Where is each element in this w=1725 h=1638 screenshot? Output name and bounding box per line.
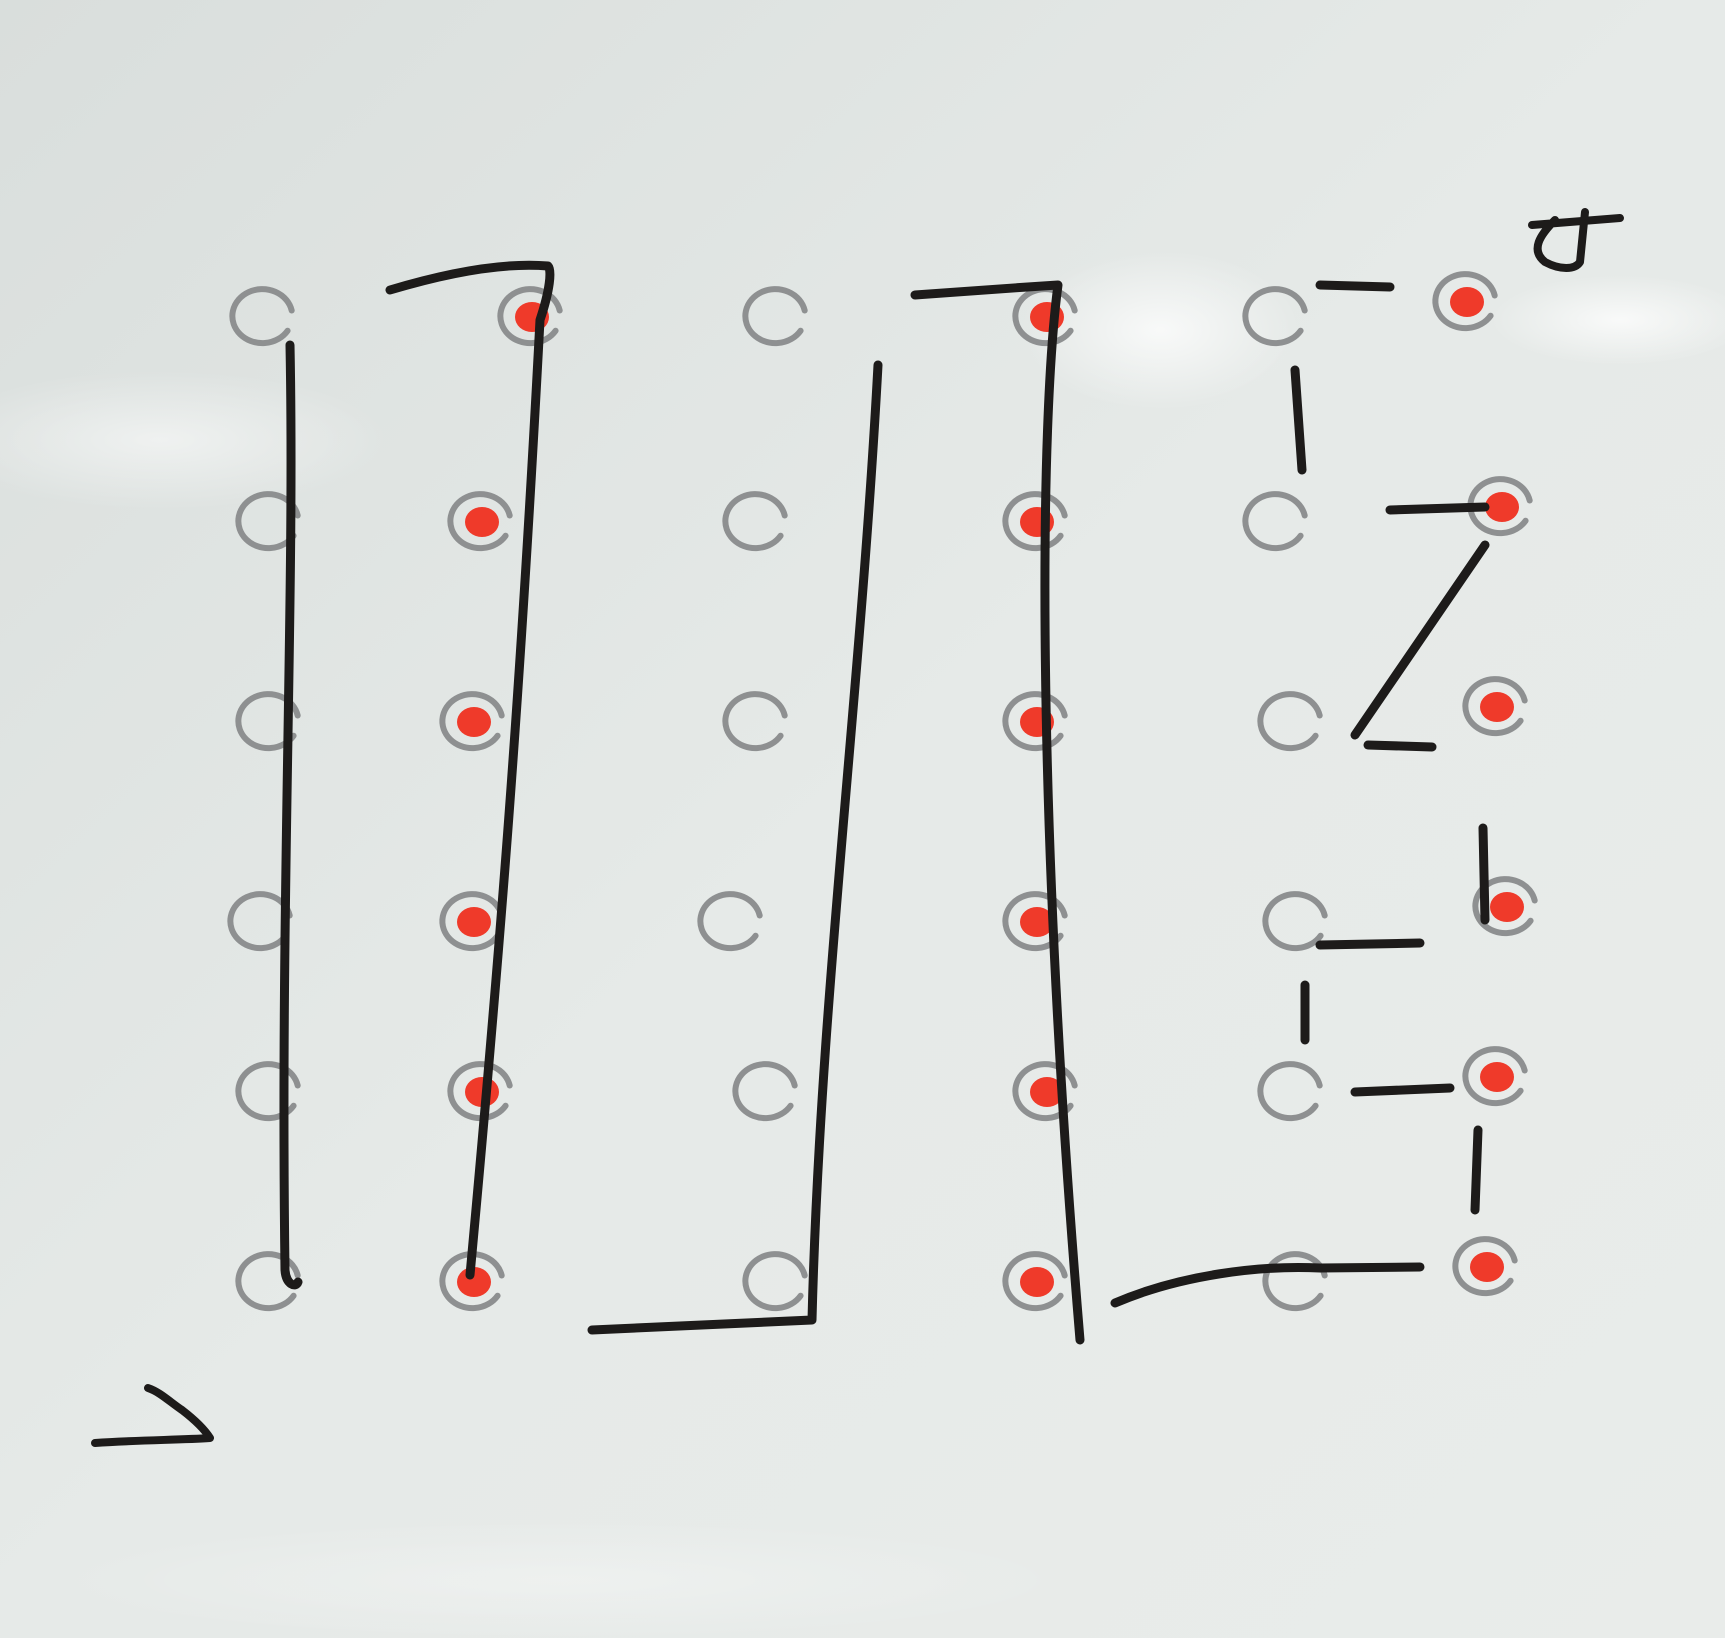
empty-circle bbox=[1262, 1251, 1328, 1312]
empty-circle bbox=[1452, 1236, 1518, 1297]
corner-mark-group bbox=[91, 208, 1624, 1447]
empty-circle bbox=[697, 891, 763, 952]
marker-line bbox=[1470, 1125, 1483, 1215]
light-glare bbox=[1490, 275, 1725, 365]
empty-circle bbox=[1242, 491, 1308, 552]
empty-circle bbox=[742, 1251, 808, 1312]
light-glare bbox=[40, 1520, 1080, 1638]
red-filled-dot bbox=[457, 1267, 491, 1297]
empty-circle bbox=[1462, 1046, 1528, 1107]
empty-circle bbox=[1002, 691, 1068, 752]
empty-circle bbox=[1467, 476, 1533, 537]
empty-circle bbox=[1462, 676, 1528, 737]
empty-circle bbox=[1242, 286, 1308, 347]
red-filled-dot bbox=[457, 907, 491, 937]
marker-line bbox=[385, 260, 555, 1280]
red-filled-dot bbox=[1020, 907, 1054, 937]
empty-circle bbox=[732, 1061, 798, 1122]
red-filled-dot bbox=[457, 707, 491, 737]
empty-circle bbox=[235, 691, 301, 752]
red-filled-dot bbox=[1480, 692, 1514, 722]
empty-circle bbox=[229, 286, 295, 347]
red-filled-dot bbox=[1485, 492, 1519, 522]
marker-line bbox=[1315, 938, 1425, 950]
empty-circle bbox=[1257, 691, 1323, 752]
marker-line bbox=[1350, 1083, 1455, 1097]
empty-circle bbox=[722, 491, 788, 552]
empty-circle bbox=[1432, 271, 1498, 332]
empty-circle bbox=[1262, 891, 1328, 952]
empty-circle bbox=[439, 691, 505, 752]
red-filled-dot bbox=[1470, 1252, 1504, 1282]
marker-line-group bbox=[279, 260, 1490, 1345]
empty-circle bbox=[235, 491, 301, 552]
red-filled-dot bbox=[465, 507, 499, 537]
empty-circle bbox=[447, 491, 513, 552]
red-filled-dot bbox=[1450, 287, 1484, 317]
empty-circle bbox=[227, 891, 293, 952]
empty-circle bbox=[742, 286, 808, 347]
marker-line bbox=[1290, 365, 1307, 475]
empty-circle bbox=[1472, 876, 1538, 937]
marker-line bbox=[910, 280, 1085, 1345]
empty-circle bbox=[1002, 1251, 1068, 1312]
marker-line bbox=[1478, 823, 1490, 925]
hook-mark-icon bbox=[91, 1384, 214, 1447]
marker-line bbox=[1110, 1262, 1425, 1308]
empty-circle bbox=[1257, 1061, 1323, 1122]
red-filled-dot bbox=[1480, 1062, 1514, 1092]
light-glare bbox=[1020, 250, 1300, 410]
marker-line bbox=[1315, 280, 1395, 292]
marker-line bbox=[1385, 502, 1490, 515]
red-filled-dot bbox=[1030, 1077, 1064, 1107]
empty-circle bbox=[439, 891, 505, 952]
empty-circle bbox=[439, 1251, 505, 1312]
marker-line bbox=[587, 360, 883, 1335]
marker-line bbox=[1363, 740, 1437, 752]
red-filled-dot bbox=[1020, 1267, 1054, 1297]
red-filled-dot bbox=[1490, 892, 1524, 922]
empty-circle bbox=[722, 691, 788, 752]
spade-like-mark-icon bbox=[1528, 208, 1624, 272]
marker-line bbox=[279, 340, 303, 1290]
marker-line bbox=[1350, 540, 1490, 740]
